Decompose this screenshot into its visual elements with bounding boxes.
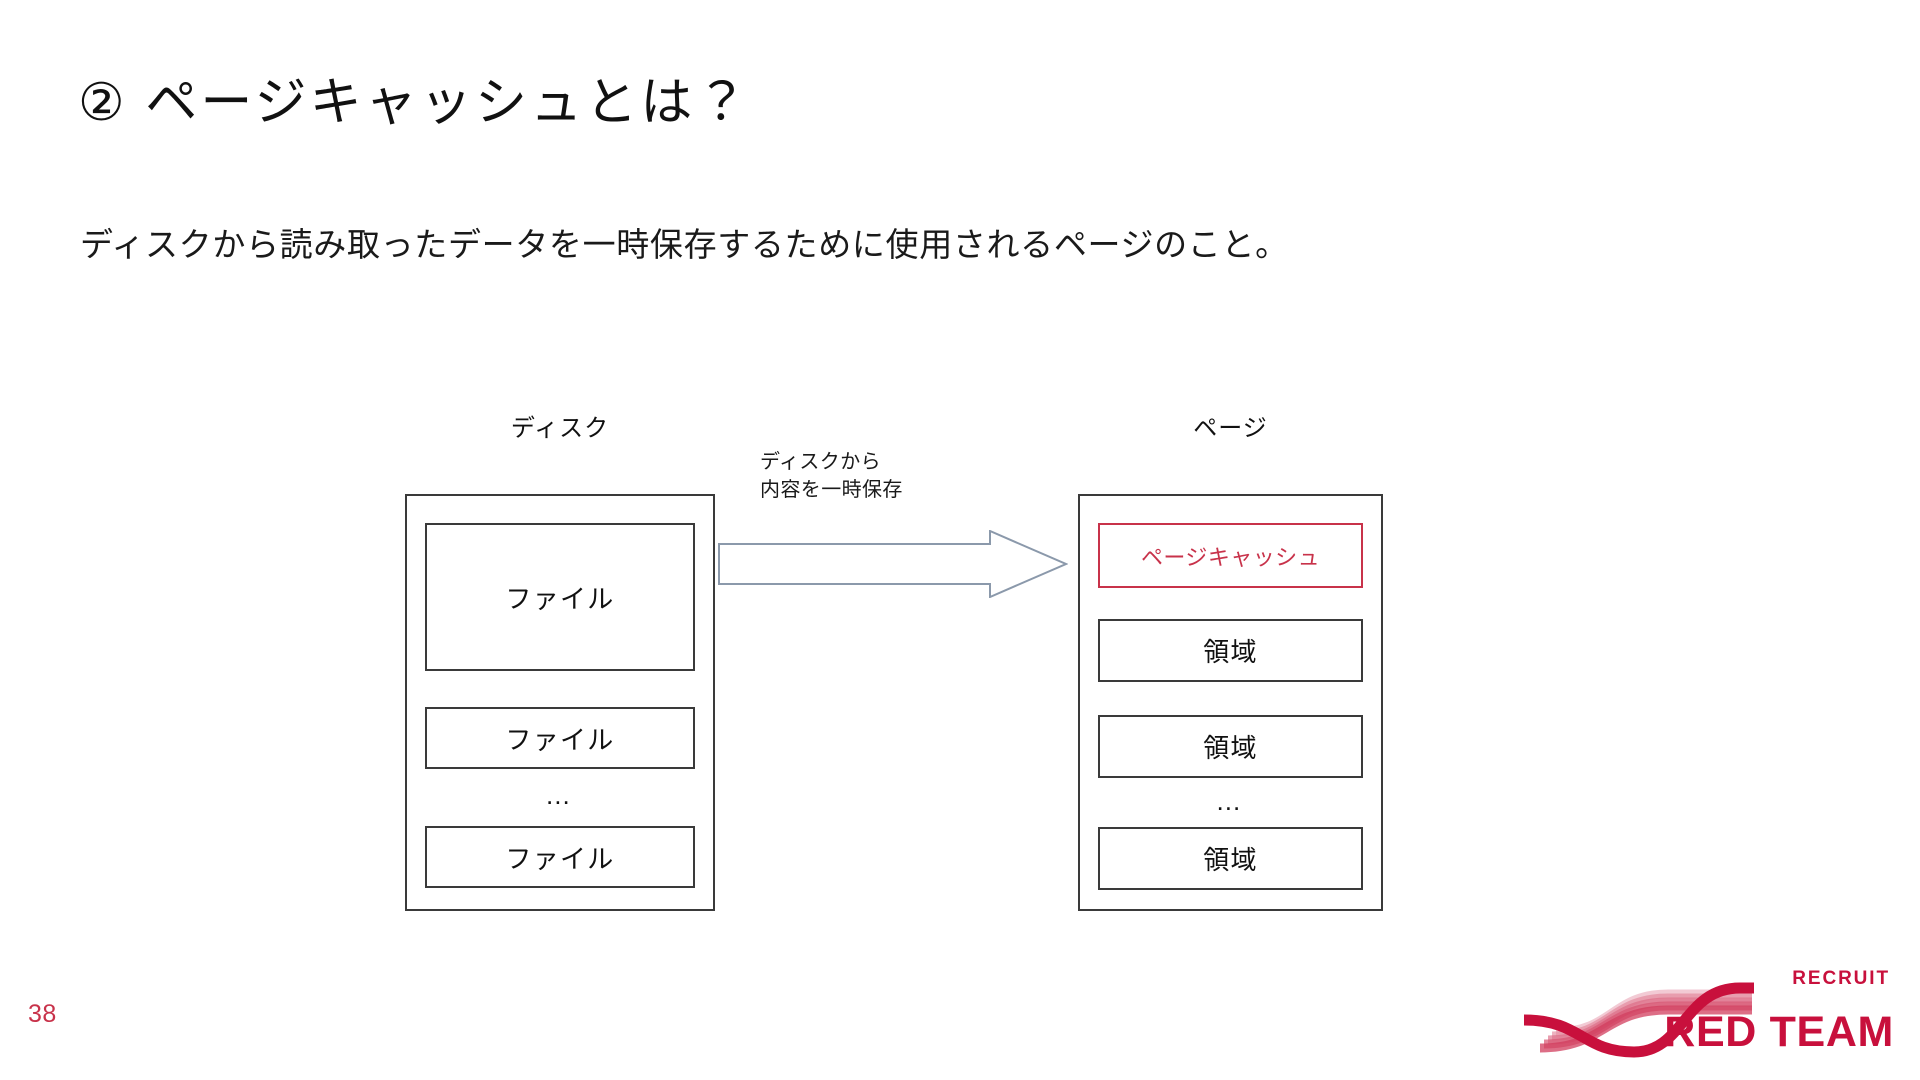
right-arrow-icon <box>718 529 1069 599</box>
transfer-arrow <box>718 529 1069 599</box>
page-title: ② ページキャッシュとは？ <box>78 74 751 132</box>
page-region-cell-2: 領域 <box>1098 715 1363 778</box>
slide-subtitle: ディスクから読み取ったデータを一時保存するために使用されるページのこと。 <box>80 226 1289 263</box>
disk-column-label: ディスク <box>510 415 610 442</box>
disk-ellipsis: … <box>544 780 576 810</box>
page-column-label: ページ <box>1193 415 1268 442</box>
disk-file-cell-2: ファイル <box>425 707 695 769</box>
swoosh-icon <box>1523 982 1754 1058</box>
page-number: 38 <box>28 1000 57 1028</box>
disk-file-cell-3: ファイル <box>425 826 695 888</box>
page-ellipsis: … <box>1215 786 1246 816</box>
page-region-cell-3: 領域 <box>1098 827 1363 890</box>
disk-file-cell-1: ファイル <box>425 523 695 671</box>
brand-logo: RECRUIT RED TEAM <box>1516 958 1896 1058</box>
page-cache-cell: ページキャッシュ <box>1098 523 1363 588</box>
arrow-label: ディスクから 内容を一時保存 <box>760 451 903 502</box>
page-region-cell-1: 領域 <box>1098 619 1363 682</box>
logo-red-team-text: RED TEAM <box>1664 1008 1894 1056</box>
logo-recruit-text: RECRUIT <box>1792 968 1890 989</box>
